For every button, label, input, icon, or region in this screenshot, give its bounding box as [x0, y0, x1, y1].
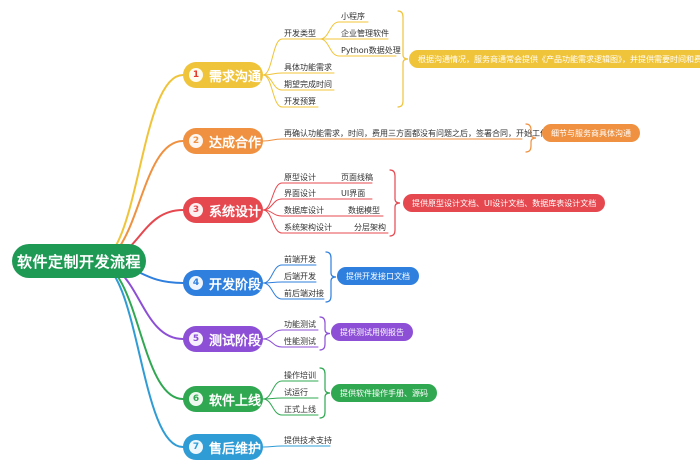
- stage-to-item-connector: [262, 264, 283, 284]
- stage-to-item-connector: [262, 138, 283, 142]
- subitem-connector: [319, 21, 340, 40]
- stage-number-badge: 6: [189, 392, 203, 406]
- stage-node-agreement[interactable]: 2 达成合作: [183, 128, 263, 154]
- stage-node-launch[interactable]: 6 软件上线: [183, 386, 263, 412]
- stage-node-development[interactable]: 4 开发阶段: [183, 270, 263, 296]
- summary-text: 提供测试用例报告: [340, 327, 404, 337]
- summary-text: 提供原型设计文档、UI设计文档、数据库表设计文档: [412, 198, 597, 208]
- stage-label: 需求沟通: [209, 69, 262, 85]
- root-node[interactable]: 软件定制开发流程: [12, 244, 146, 278]
- stage-to-item-connector: [262, 338, 283, 348]
- item-enterprise-software[interactable]: 企业管理软件: [341, 29, 389, 38]
- stage-number-badge: 5: [189, 332, 203, 346]
- summary-text: 提供软件操作手册、源码: [340, 388, 428, 398]
- stage-node-testing[interactable]: 5 测试阶段: [183, 326, 263, 352]
- item-integration[interactable]: 前后端对接: [284, 289, 324, 298]
- summary-launch[interactable]: 提供软件操作手册、源码: [331, 384, 437, 402]
- stage-label: 达成合作: [209, 135, 262, 151]
- stage-to-item-connector: [262, 182, 283, 211]
- stage-node-maintenance[interactable]: 7 售后维护: [183, 434, 263, 460]
- stage-to-item-connector: [262, 209, 283, 234]
- stage-label: 售后维护: [209, 441, 262, 457]
- summary-development[interactable]: 提供开发接口文档: [337, 267, 419, 285]
- item-budget[interactable]: 开发预算: [284, 97, 316, 106]
- stage-label: 开发阶段: [209, 277, 262, 293]
- item-frontend-dev[interactable]: 前端开发: [284, 255, 316, 264]
- item-expected-time[interactable]: 期望完成时间: [284, 80, 332, 89]
- stage-label: 软件上线: [209, 393, 262, 409]
- item-tech-support[interactable]: 提供技术支持: [284, 436, 332, 445]
- root-to-stage-connector: [95, 74, 184, 263]
- stage-to-item-connector: [262, 329, 283, 340]
- stage-label: 测试阶段: [209, 333, 262, 349]
- stage-label: 系统设计: [209, 204, 262, 220]
- summary-brace: [319, 367, 331, 419]
- item-architecture-design[interactable]: 系统架构设计: [284, 223, 332, 232]
- item-layered-architecture[interactable]: 分层架构: [354, 223, 386, 232]
- summary-testing[interactable]: 提供测试用例报告: [331, 323, 413, 341]
- item-data-model[interactable]: 数据模型: [348, 206, 380, 215]
- item-performance-test[interactable]: 性能测试: [284, 337, 316, 346]
- item-ui-screens[interactable]: UI界面: [341, 189, 366, 198]
- root-label: 软件定制开发流程: [16, 252, 141, 271]
- stage-node-requirements[interactable]: 1 需求沟通: [183, 62, 263, 88]
- item-prototype-design[interactable]: 原型设计: [284, 173, 316, 182]
- summary-text: 根据沟通情况，服务商通常会提供《产品功能需求逻辑图》，并提供需要时间和费用: [418, 54, 700, 64]
- stage-number-badge: 2: [189, 134, 203, 148]
- root-to-stage-connector: [95, 261, 184, 448]
- summary-text: 提供开发接口文档: [346, 271, 410, 281]
- item-confirm-contract[interactable]: 再确认功能需求，时间，费用三方面都没有问题之后，签署合同，开始工作。: [284, 129, 556, 138]
- item-python-data[interactable]: Python数据处理: [341, 46, 401, 55]
- item-page-wireframe[interactable]: 页面线稿: [341, 173, 373, 182]
- stage-to-item-connector: [262, 74, 283, 91]
- stage-number-badge: 3: [189, 203, 203, 217]
- stage-to-item-connector: [262, 380, 283, 400]
- stage-number-badge: 1: [189, 68, 203, 82]
- summary-brace: [525, 123, 537, 153]
- summary-text: 细节与服务商具体沟通: [551, 128, 631, 138]
- item-feature-requirements[interactable]: 具体功能需求: [284, 63, 332, 72]
- summary-requirements[interactable]: 根据沟通情况，服务商通常会提供《产品功能需求逻辑图》，并提供需要时间和费用: [409, 50, 700, 68]
- item-training[interactable]: 操作培训: [284, 371, 316, 380]
- summary-brace: [319, 316, 331, 351]
- stage-to-item-connector: [262, 282, 283, 300]
- item-dev-type[interactable]: 开发类型: [284, 29, 316, 38]
- stage-number-badge: 7: [189, 440, 203, 454]
- item-official-launch[interactable]: 正式上线: [284, 405, 316, 414]
- stage-to-item-connector: [262, 198, 283, 211]
- stage-to-item-connector: [262, 38, 283, 76]
- item-function-test[interactable]: 功能测试: [284, 320, 316, 329]
- item-ui-design[interactable]: 界面设计: [284, 189, 316, 198]
- stage-to-item-connector: [262, 445, 283, 448]
- subitem-connector: [319, 38, 340, 57]
- stage-number-badge: 4: [189, 276, 203, 290]
- summary-design[interactable]: 提供原型设计文档、UI设计文档、数据库表设计文档: [403, 194, 606, 212]
- summary-agreement[interactable]: 细节与服务商具体沟通: [542, 124, 640, 142]
- summary-brace: [389, 169, 401, 237]
- item-mini-program[interactable]: 小程序: [341, 12, 365, 21]
- stage-to-item-connector: [262, 74, 283, 108]
- stage-node-design[interactable]: 3 系统设计: [183, 197, 263, 223]
- summary-brace: [325, 251, 337, 303]
- stage-to-item-connector: [262, 398, 283, 416]
- summary-brace: [397, 10, 409, 108]
- item-database-design[interactable]: 数据库设计: [284, 206, 324, 215]
- item-backend-dev[interactable]: 后端开发: [284, 272, 316, 281]
- item-trial-run[interactable]: 试运行: [284, 388, 308, 397]
